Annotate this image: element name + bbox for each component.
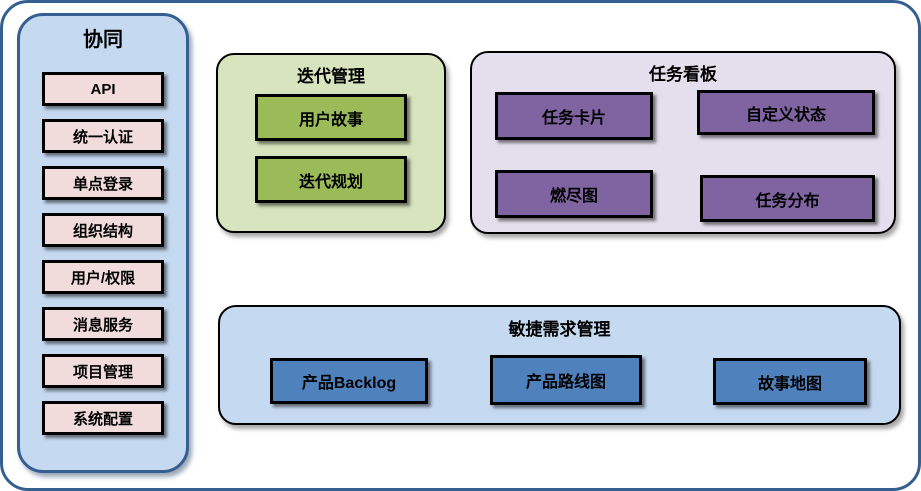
iteration-management-group: 迭代管理 用户故事 迭代规划 xyxy=(216,53,446,233)
iteration-group-title: 迭代管理 xyxy=(297,67,365,86)
taskboard-item-task-distribution: 任务分布 xyxy=(700,175,875,222)
sidebar-item-api: API xyxy=(42,72,164,106)
iteration-item-user-story: 用户故事 xyxy=(255,94,407,141)
collaboration-item-list: API 统一认证 单点登录 组织结构 用户/权限 消息服务 项目管理 系统配置 xyxy=(20,72,186,435)
sidebar-item-unified-auth: 统一认证 xyxy=(42,119,164,153)
collaboration-group-title: 协同 xyxy=(83,29,123,51)
agile-group-title: 敏捷需求管理 xyxy=(508,320,611,339)
task-board-group: 任务看板 任务卡片 自定义状态 燃尽图 任务分布 xyxy=(470,51,896,234)
task-board-group-title: 任务看板 xyxy=(649,65,717,84)
taskboard-item-burndown-chart: 燃尽图 xyxy=(495,170,653,218)
taskboard-item-task-card: 任务卡片 xyxy=(495,92,653,140)
sidebar-item-single-sign-on: 单点登录 xyxy=(42,166,164,200)
sidebar-item-user-permissions: 用户/权限 xyxy=(42,260,164,294)
iteration-item-list: 用户故事 迭代规划 xyxy=(218,94,444,203)
sidebar-item-org-structure: 组织结构 xyxy=(42,213,164,247)
sidebar-item-project-management: 项目管理 xyxy=(42,354,164,388)
agile-item-story-map: 故事地图 xyxy=(713,358,867,405)
sidebar-item-system-config: 系统配置 xyxy=(42,401,164,435)
iteration-item-iteration-planning: 迭代规划 xyxy=(255,156,407,203)
sidebar-item-message-service: 消息服务 xyxy=(42,307,164,341)
agile-requirements-group: 敏捷需求管理 产品Backlog 产品路线图 故事地图 xyxy=(218,305,901,425)
taskboard-item-custom-status: 自定义状态 xyxy=(697,90,875,135)
agile-item-product-roadmap: 产品路线图 xyxy=(490,355,642,405)
agile-item-product-backlog: 产品Backlog xyxy=(270,358,428,404)
collaboration-group: 协同 API 统一认证 单点登录 组织结构 用户/权限 消息服务 项目管理 系统… xyxy=(17,13,189,473)
